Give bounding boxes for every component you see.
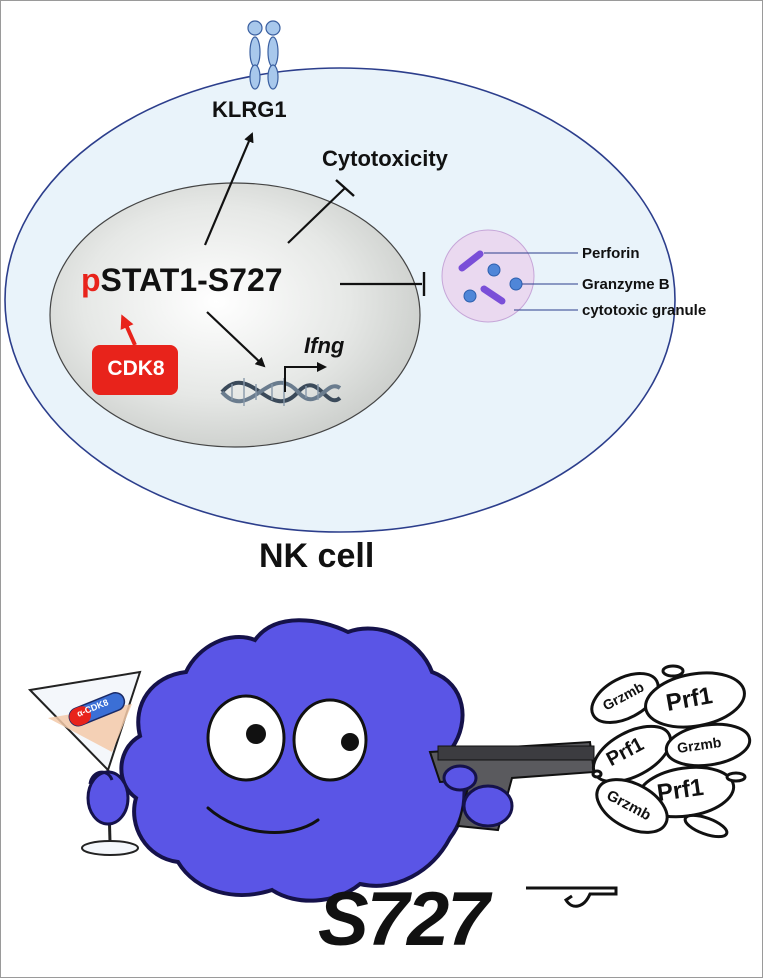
klrg1-label: KLRG1 [212, 97, 287, 122]
dna-helix-icon [220, 378, 342, 406]
nucleus [49, 182, 421, 448]
title-gun-flourish [526, 886, 618, 908]
cytotoxic-granule-label: cytotoxic granule [582, 302, 707, 319]
granzyme-b-label: Granzyme B [582, 276, 670, 293]
granzyme-dot [463, 289, 477, 303]
right-pupil [341, 733, 359, 751]
ifng-gene-label: Ifng [304, 333, 345, 358]
klrg1-receptor-icon [247, 20, 281, 90]
arrow-to-dna [206, 311, 266, 368]
nk-cell-label: NK cell [259, 537, 375, 575]
inhibit-cytotoxicity-bar [335, 179, 355, 197]
s727-title: S727 [318, 877, 489, 962]
perforin-rod [480, 285, 506, 305]
smile [206, 806, 320, 834]
granule-bubbles [590, 664, 752, 839]
cdk8-label: CDK8 [107, 357, 165, 380]
transcription-arrow [284, 362, 327, 392]
left-hand [86, 770, 130, 826]
martini-glass-icon [27, 670, 142, 856]
pstat1-label: pSTAT1-S727 [81, 262, 283, 299]
nk-cell-character [119, 618, 467, 903]
left-pupil [246, 724, 266, 744]
granzyme-dot [509, 277, 523, 291]
granzyme-dot [487, 263, 501, 277]
cytotoxicity-label: Cytotoxicity [322, 146, 448, 171]
right-hand [442, 764, 514, 828]
perforin-label: Perforin [582, 245, 640, 262]
perforin-rod [458, 250, 484, 272]
arrow-to-klrg1 [203, 132, 254, 246]
right-eye [292, 698, 368, 782]
inhibit-cytotoxicity-line [287, 187, 346, 244]
cdk8-phospho-arrow [120, 314, 137, 346]
stat1-name: STAT1-S727 [100, 262, 283, 298]
left-eye [206, 694, 286, 782]
cytotoxic-granule [441, 229, 535, 323]
phospho-prefix: p [81, 262, 101, 298]
cdk8-box [92, 345, 178, 395]
